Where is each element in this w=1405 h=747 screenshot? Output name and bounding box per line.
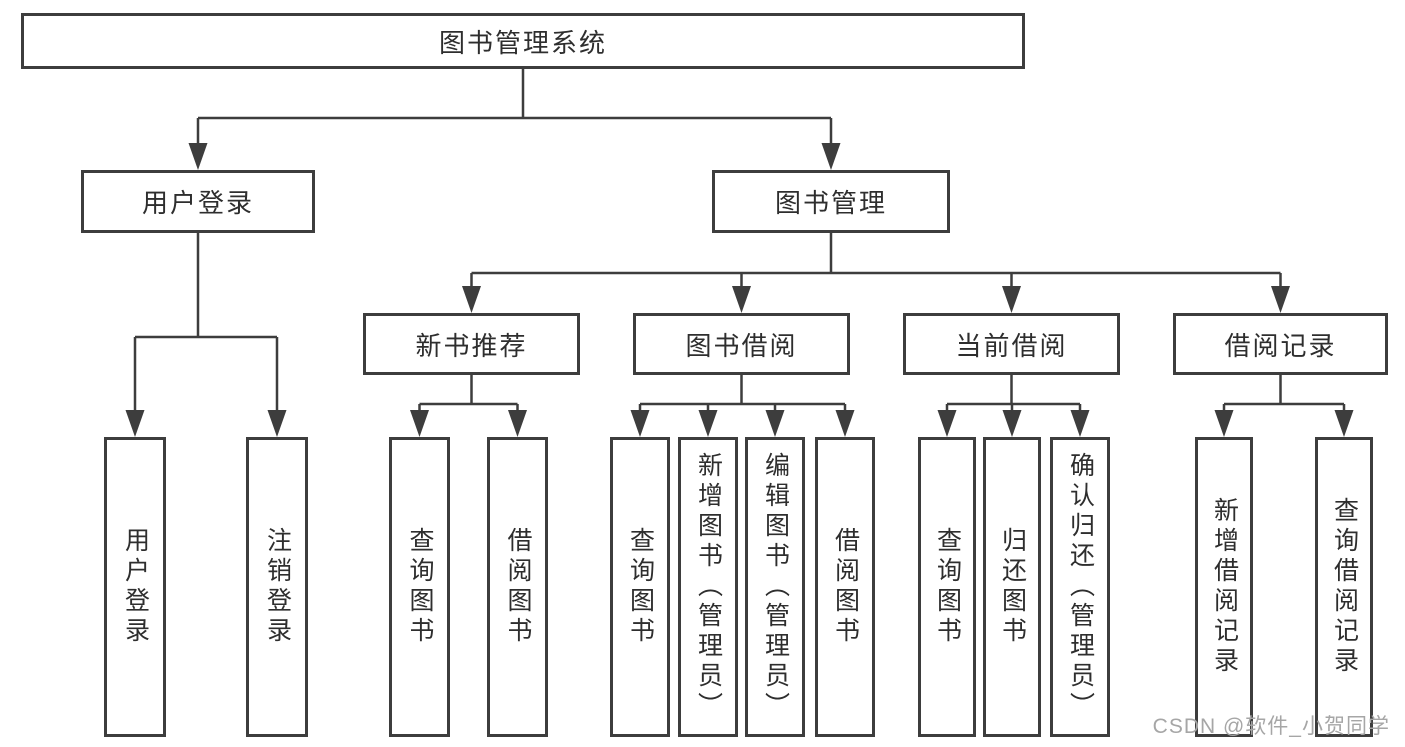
csdn-watermark: CSDN @软件_小贺同学	[1152, 715, 1390, 738]
leaf-label: 新增借阅记录	[1210, 497, 1239, 677]
leaf-label: 确认归还（管理员）	[1066, 452, 1095, 722]
leaf-label: 借阅图书	[831, 527, 860, 647]
leaf-label: 查询图书	[933, 527, 962, 647]
node-recommend-borrow-books: 借阅图书	[487, 437, 548, 737]
node-logout-action: 注销登录	[246, 437, 308, 737]
node-book-borrowing: 图书借阅	[633, 313, 850, 375]
node-borrowing-borrow-books: 借阅图书	[815, 437, 875, 737]
node-borrowing-records: 借阅记录	[1173, 313, 1388, 375]
leaf-label: 注销登录	[263, 527, 292, 647]
leaf-label: 用户登录	[121, 527, 150, 647]
leaf-label: 查询图书	[626, 527, 655, 647]
node-edit-books-admin: 编辑图书（管理员）	[745, 437, 805, 737]
node-query-borrow-record: 查询借阅记录	[1315, 437, 1373, 737]
node-book-management: 图书管理	[712, 170, 950, 233]
node-add-borrow-record: 新增借阅记录	[1195, 437, 1253, 737]
node-recommend-query-books: 查询图书	[389, 437, 450, 737]
leaf-label: 借阅图书	[504, 527, 532, 647]
node-current-borrowing: 当前借阅	[903, 313, 1120, 375]
node-add-books-admin: 新增图书（管理员）	[678, 437, 738, 737]
node-return-books: 归还图书	[983, 437, 1041, 737]
node-current-query-books: 查询图书	[918, 437, 976, 737]
leaf-label: 编辑图书（管理员）	[761, 452, 790, 722]
node-library-system: 图书管理系统	[21, 13, 1025, 69]
node-borrowing-query-books: 查询图书	[610, 437, 670, 737]
node-new-book-recommendation: 新书推荐	[363, 313, 580, 375]
leaf-label: 查询图书	[406, 527, 434, 647]
leaf-label: 查询借阅记录	[1330, 497, 1359, 677]
leaf-label: 归还图书	[998, 527, 1027, 647]
node-user-login: 用户登录	[81, 170, 315, 233]
node-user-login-action: 用户登录	[104, 437, 166, 737]
leaf-label: 新增图书（管理员）	[694, 452, 723, 722]
node-confirm-return-admin: 确认归还（管理员）	[1050, 437, 1110, 737]
